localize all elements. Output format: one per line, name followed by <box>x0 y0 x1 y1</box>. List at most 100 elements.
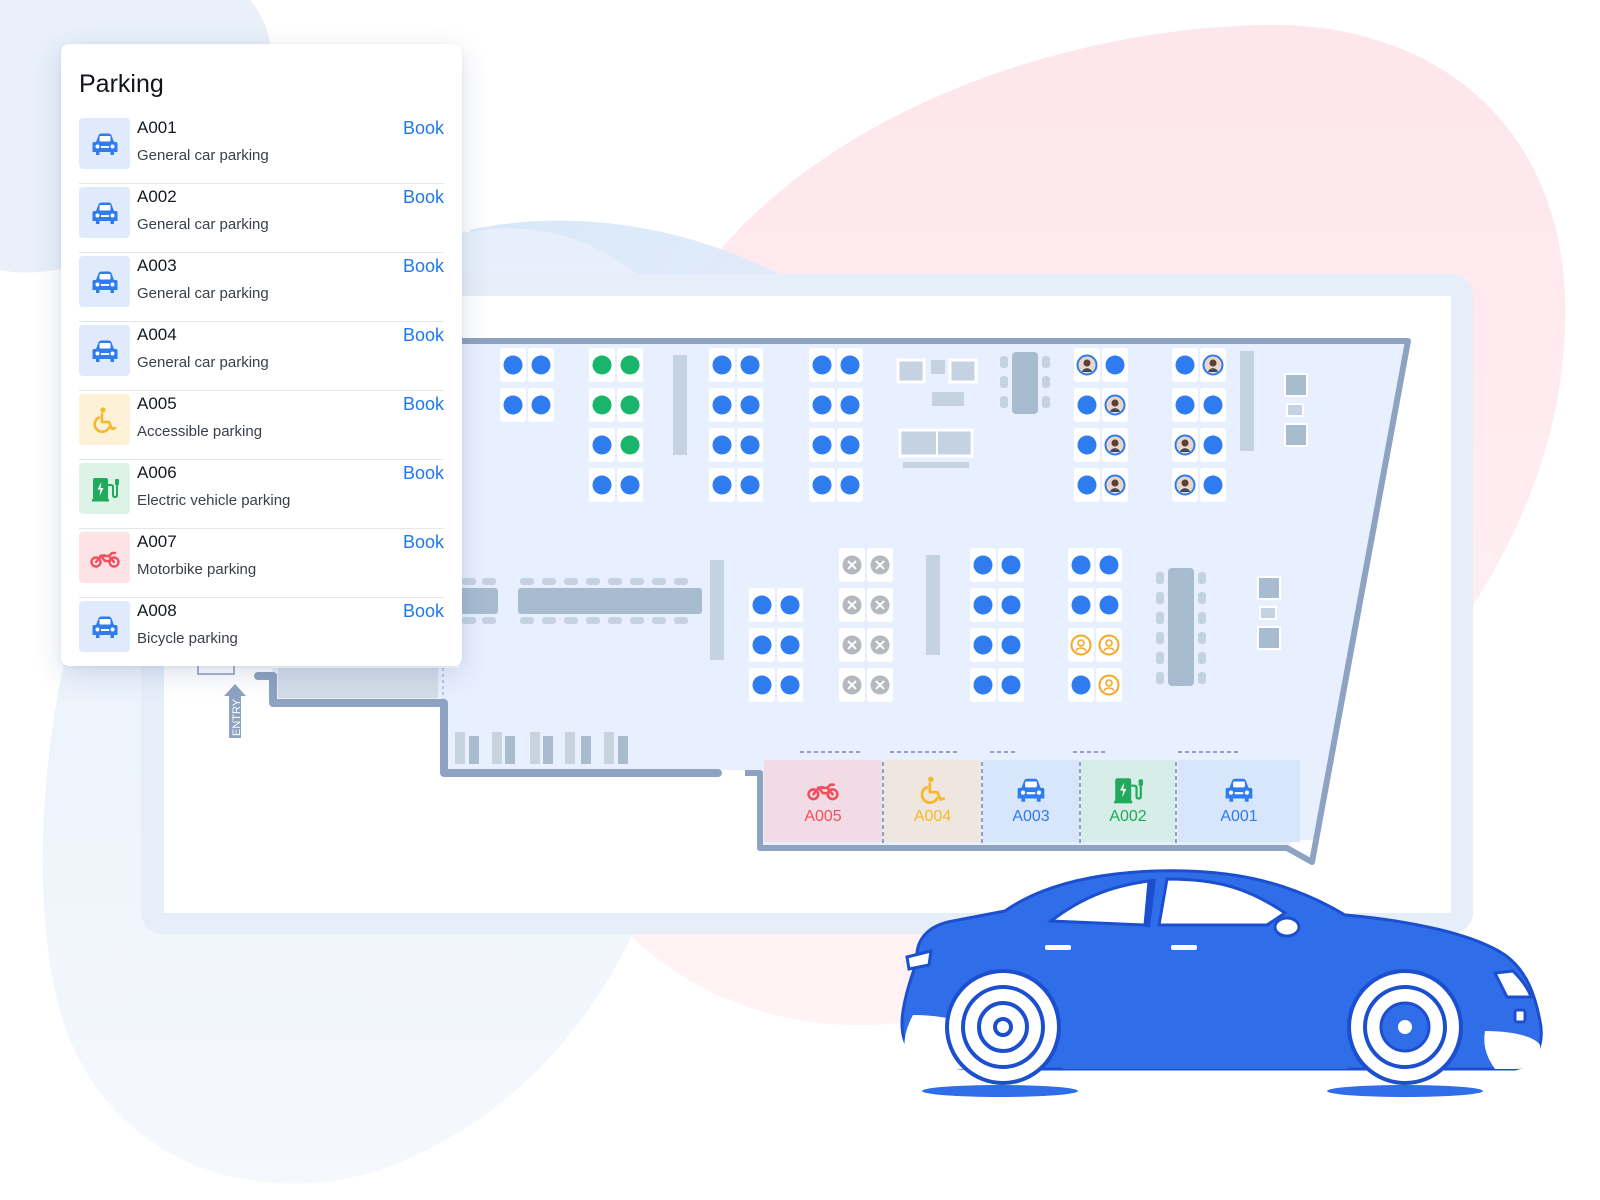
seat-available <box>752 675 772 695</box>
seat-available <box>1001 675 1021 695</box>
desk-pair <box>839 548 893 582</box>
parking-item-description: General car parking <box>137 147 269 164</box>
book-button[interactable]: Book <box>402 532 444 552</box>
desk-pair <box>1074 388 1128 422</box>
seat-available <box>1203 395 1223 415</box>
book-button[interactable]: Book <box>402 187 444 207</box>
desk-pair <box>589 348 643 382</box>
parking-item-id: A007 <box>137 532 177 551</box>
meeting-table-right <box>1156 568 1206 686</box>
inner-wall <box>254 672 722 777</box>
desk-pair <box>809 428 863 462</box>
car-icon <box>1015 776 1047 808</box>
parking-bay-a003[interactable]: A003 <box>983 760 1079 842</box>
seat-available <box>1105 355 1125 375</box>
parking-bay-a001[interactable]: A001 <box>1178 760 1300 842</box>
seat-available <box>1077 395 1097 415</box>
car-icon <box>79 118 130 169</box>
seat-available <box>1099 555 1119 575</box>
seat-available <box>1175 395 1195 415</box>
desk-pair <box>709 348 763 382</box>
seat-available <box>712 435 732 455</box>
parking-item-id: A002 <box>137 187 177 206</box>
lounge-area <box>896 358 978 468</box>
seat-available <box>531 355 551 375</box>
seat-available <box>973 635 993 655</box>
seat-available <box>1175 355 1195 375</box>
parking-bay-a004[interactable]: A004 <box>884 760 981 842</box>
rear-wheel <box>945 969 1061 1085</box>
car-icon <box>79 187 130 238</box>
book-button[interactable]: Book <box>402 118 444 138</box>
desk-pair <box>749 588 803 622</box>
meeting-table-long <box>460 578 702 624</box>
seat-available <box>1099 595 1119 615</box>
parking-bay-label: A003 <box>1012 808 1050 825</box>
seat-available <box>531 395 551 415</box>
parking-item-description: General car parking <box>137 354 269 371</box>
car-icon <box>1223 776 1255 808</box>
book-button[interactable]: Book <box>402 463 444 483</box>
seat-available <box>812 435 832 455</box>
front-wheel <box>1347 969 1463 1085</box>
seat-available <box>740 395 760 415</box>
ev-charger-icon <box>79 463 130 514</box>
wheelchair-icon <box>917 776 949 808</box>
desk-pair <box>809 348 863 382</box>
meeting-table-top <box>1000 352 1050 414</box>
desk-pair <box>589 428 643 462</box>
seat-green <box>592 355 612 375</box>
car-icon <box>79 601 130 652</box>
seat-available <box>780 635 800 655</box>
seat-available <box>740 435 760 455</box>
parking-item-id: A008 <box>137 601 177 620</box>
desk-pair <box>1074 428 1128 462</box>
book-button[interactable]: Book <box>402 256 444 276</box>
book-button[interactable]: Book <box>402 601 444 621</box>
desk-pair <box>1172 388 1226 422</box>
seat-green <box>620 395 640 415</box>
desk-pair <box>589 468 643 502</box>
seat-available <box>712 475 732 495</box>
seat-reserved <box>1098 634 1120 656</box>
parking-bay-label: A002 <box>1109 808 1147 825</box>
motorbike-icon <box>807 776 839 808</box>
seat-available <box>1001 595 1021 615</box>
parking-bay-a005[interactable]: A005 <box>764 760 882 842</box>
seat-available <box>740 475 760 495</box>
parking-item-id: A005 <box>137 394 177 413</box>
seat-available <box>503 395 523 415</box>
seat-available <box>712 355 732 375</box>
desk-pair <box>970 588 1024 622</box>
desk-pair <box>809 388 863 422</box>
seat-reserved <box>1070 634 1092 656</box>
seat-green <box>620 435 640 455</box>
seat-available <box>1077 435 1097 455</box>
parking-bay-a002[interactable]: A002 <box>1081 760 1175 842</box>
seat-available <box>780 675 800 695</box>
desk-pair <box>839 628 893 662</box>
desk-pair <box>1068 668 1122 702</box>
seat-available <box>812 475 832 495</box>
car-icon <box>79 256 130 307</box>
entry-arrow <box>224 684 246 738</box>
book-button[interactable]: Book <box>402 325 444 345</box>
seat-available <box>973 595 993 615</box>
seat-available <box>752 635 772 655</box>
seat-available <box>973 555 993 575</box>
desk-pair <box>709 468 763 502</box>
seat-available <box>812 395 832 415</box>
seat-available <box>592 435 612 455</box>
seat-available <box>1203 435 1223 455</box>
desk-pair <box>809 468 863 502</box>
desk-pair <box>500 348 554 382</box>
book-button[interactable]: Book <box>402 394 444 414</box>
desk-pair <box>709 428 763 462</box>
